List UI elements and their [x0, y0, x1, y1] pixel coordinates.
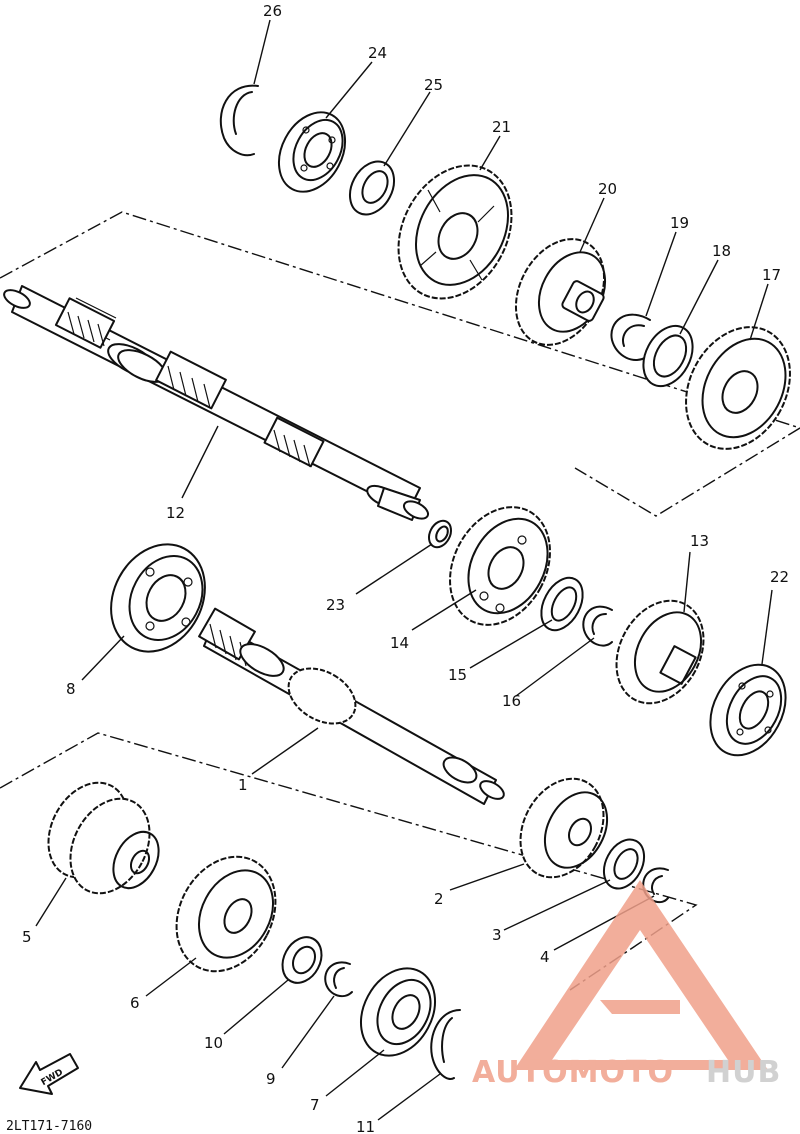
circlip-11 [430, 1009, 461, 1080]
callout-24: 24 [368, 44, 387, 62]
gear-14 [449, 506, 551, 626]
callout-23: 23 [326, 596, 345, 614]
collar-23 [427, 519, 453, 549]
gear-20 [514, 238, 607, 346]
drawing-code: 2LT171-7160 [6, 1119, 92, 1134]
main-axle [3, 285, 430, 521]
drive-axle [198, 607, 505, 805]
callout-2: 2 [434, 890, 444, 908]
watermark-text-automoto: AUTOMOTO [472, 1055, 674, 1090]
callout-17: 17 [762, 266, 781, 284]
callout-26: 26 [263, 2, 282, 20]
gear-5 [47, 781, 160, 895]
circlip-19 [610, 313, 651, 361]
washer-10 [281, 936, 323, 984]
gear-13 [615, 599, 705, 705]
main-axle-group-boundary [0, 211, 800, 517]
front-direction-arrow: FWD [19, 1053, 79, 1095]
callout-20: 20 [598, 180, 617, 198]
bearing-7 [360, 967, 436, 1057]
callout-22: 22 [770, 568, 789, 586]
bearing-22 [709, 663, 787, 757]
callout-14: 14 [390, 634, 409, 652]
bearing-8 [110, 543, 206, 653]
circlip-16 [582, 605, 613, 647]
bearing-24 [277, 111, 347, 193]
circlip-26 [219, 84, 259, 157]
callout-16: 16 [502, 692, 521, 710]
callout-21: 21 [492, 118, 511, 136]
gear-17 [685, 326, 791, 450]
drive-axle-group-boundary [0, 732, 698, 991]
washer-15 [540, 576, 584, 632]
callout-19: 19 [670, 214, 689, 232]
callout-6: 6 [130, 994, 140, 1012]
callout-9: 9 [266, 1070, 276, 1088]
callout-10: 10 [204, 1034, 223, 1052]
callout-12: 12 [166, 504, 185, 522]
callout-1: 1 [238, 776, 248, 794]
callout-4: 4 [540, 948, 550, 966]
callout-13: 13 [690, 532, 709, 550]
callout-18: 18 [712, 242, 731, 260]
watermark-text-hub: HUB [706, 1055, 781, 1090]
callout-8: 8 [66, 680, 76, 698]
gear-21 [397, 164, 513, 300]
watermark-logo: AUTOMOTO HUB [472, 880, 781, 1090]
callout-25: 25 [424, 76, 443, 94]
washer-3 [602, 838, 646, 890]
gear-2 [519, 777, 609, 879]
callout-labels: 26 24 25 21 20 19 18 17 12 23 14 13 22 1… [22, 2, 789, 1134]
callout-5: 5 [22, 928, 32, 946]
gear-6 [175, 855, 277, 973]
callout-7: 7 [310, 1096, 320, 1114]
watermark-triangle-mark [514, 880, 768, 1070]
circlip-9 [324, 961, 353, 998]
callout-11: 11 [356, 1118, 375, 1134]
callout-3: 3 [492, 926, 502, 944]
callout-15: 15 [448, 666, 467, 684]
washer-25 [348, 160, 396, 216]
